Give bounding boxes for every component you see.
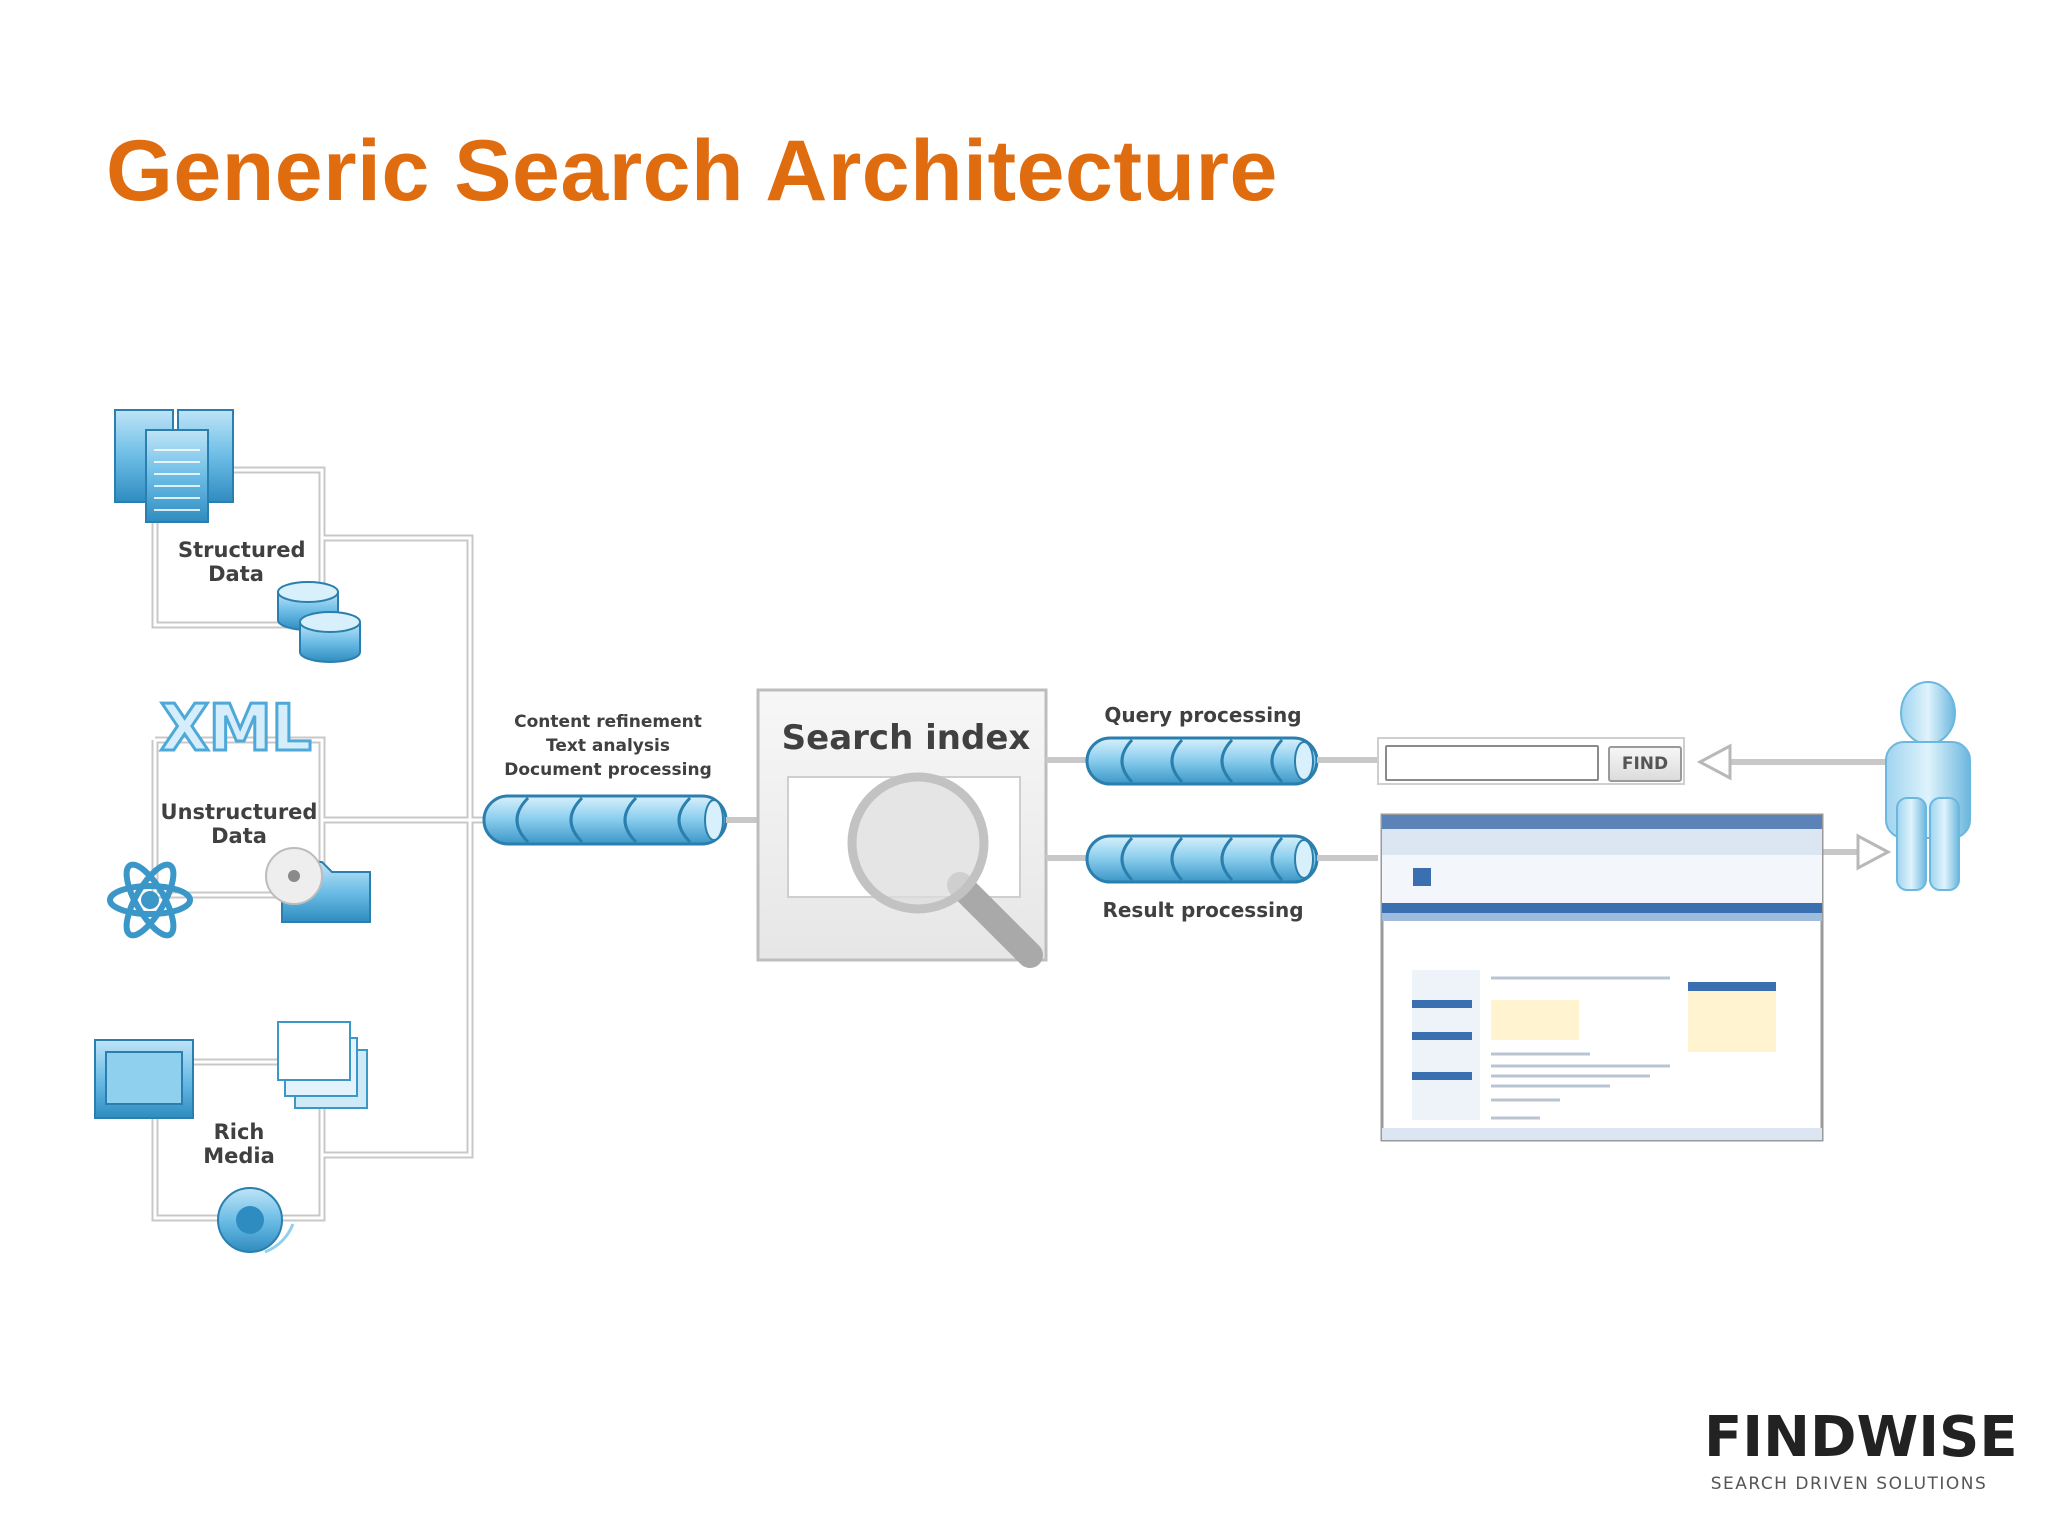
- search-index-box: [756, 688, 1048, 968]
- atom-icon: [107, 861, 193, 939]
- search-input[interactable]: [1385, 745, 1599, 781]
- findwise-logo: FINDWISE: [1704, 1405, 2018, 1470]
- rich-media-line2: Media: [203, 1144, 275, 1168]
- arrow-left-icon: [1696, 743, 1890, 781]
- unstructured-data-line1: Unstructured: [160, 800, 318, 824]
- rich-media-line1: Rich: [213, 1120, 265, 1144]
- search-index-title: Search index: [781, 718, 1031, 758]
- cd-folder-icon: [265, 847, 371, 923]
- find-button[interactable]: FIND: [1608, 746, 1682, 782]
- unstructured-data-line2: Data: [211, 824, 267, 848]
- documents-icon: [114, 409, 234, 523]
- text-analysis-text: Text analysis: [546, 736, 670, 756]
- pictures-icon: [277, 1021, 368, 1109]
- magnifier-icon: [847, 772, 1043, 968]
- rich-media-label: Rich Media: [196, 1120, 282, 1168]
- structured-data-label: Structured Data: [178, 538, 306, 586]
- findwise-tagline: SEARCH DRIVEN SOLUTIONS: [1710, 1474, 1988, 1494]
- unstructured-data-label: Unstructured Data: [160, 800, 318, 848]
- document-processing-text: Document processing: [504, 760, 712, 780]
- monitor-icon: [94, 1039, 194, 1119]
- speaker-icon: [217, 1187, 295, 1254]
- content-processing-label: Content refinement Text analysis Documen…: [492, 710, 724, 782]
- xml-logo: XML: [159, 691, 314, 768]
- content-processing-pipe: [482, 794, 757, 846]
- arrow-right-icon: [1822, 833, 1892, 871]
- user-icon: [1885, 681, 1971, 891]
- content-refinement-text: Content refinement: [514, 712, 702, 732]
- structured-data-line2: Data: [208, 562, 264, 586]
- query-processing-label: Query processing: [1104, 703, 1302, 727]
- results-browser-window: [1380, 813, 1824, 1142]
- structured-data-line1: Structured: [178, 538, 306, 562]
- database-icon: [277, 581, 361, 663]
- query-processing-pipe: [1046, 736, 1378, 786]
- slide-title: Generic Search Architecture: [106, 123, 1278, 219]
- result-processing-pipe: [1046, 834, 1378, 884]
- result-processing-label: Result processing: [1102, 898, 1304, 922]
